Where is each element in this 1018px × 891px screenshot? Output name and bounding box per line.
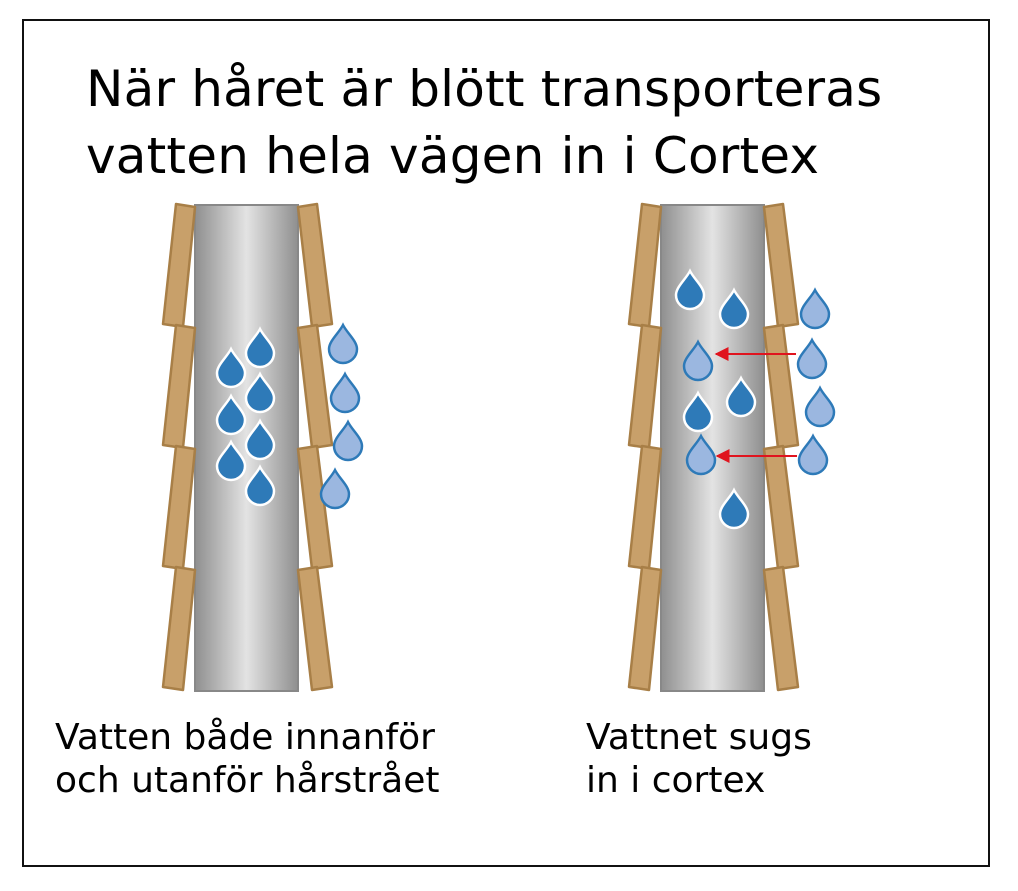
- caption-right: Vattnet sugs in i cortex: [586, 716, 812, 802]
- cuticle-scale: [161, 444, 197, 571]
- cuticle-scale: [296, 323, 334, 450]
- cuticle-scale: [296, 444, 334, 571]
- caption-left: Vatten både innanför och utanför hårstrå…: [55, 716, 440, 802]
- water-drop: [215, 439, 247, 482]
- water-drop: [718, 487, 750, 530]
- water-drop: [244, 371, 276, 414]
- water-drop: [674, 268, 706, 311]
- cuticle-scale: [161, 202, 197, 329]
- cuticle-scale: [161, 323, 197, 450]
- cuticle-scale: [627, 565, 663, 692]
- water-drop: [244, 326, 276, 369]
- water-drop: [319, 467, 351, 510]
- cuticle-scale: [161, 565, 197, 692]
- caption-right-line-1: Vattnet sugs: [586, 717, 812, 758]
- water-drop-absorbing: [685, 433, 717, 476]
- water-drop: [797, 433, 829, 476]
- water-drops-outside-left: [319, 322, 364, 510]
- water-drop: [215, 393, 247, 436]
- water-drop: [215, 346, 247, 389]
- cuticle-scale: [762, 323, 800, 450]
- diagram-frame: [22, 19, 990, 867]
- cuticle-scale: [296, 202, 334, 329]
- water-drops-outside-right: [682, 287, 836, 476]
- title-line-2: vatten hela vägen in i Cortex: [86, 127, 820, 185]
- water-drop: [725, 375, 757, 418]
- cuticle-scales-left: [161, 202, 334, 692]
- water-drop: [796, 337, 828, 380]
- caption-left-line-1: Vatten både innanför: [55, 717, 435, 758]
- water-drops-inside-right: [674, 268, 757, 530]
- water-drop: [332, 419, 364, 462]
- absorption-arrows: [714, 347, 797, 463]
- hair-strand-left: [161, 202, 364, 692]
- water-drop-absorbing: [682, 339, 714, 382]
- cuticle-scales-right: [627, 202, 800, 692]
- cuticle-scale: [762, 565, 800, 692]
- water-drops-inside-left: [215, 326, 276, 507]
- caption-left-line-2: och utanför hårstrået: [55, 760, 440, 802]
- water-drop: [682, 390, 714, 433]
- hair-strand-right: [627, 202, 836, 692]
- water-drop: [804, 385, 836, 428]
- water-drop: [244, 464, 276, 507]
- cuticle-scale: [296, 565, 334, 692]
- cuticle-scale: [627, 202, 663, 329]
- title-line-1: När håret är blött transporteras: [86, 60, 883, 118]
- caption-right-line-2: in i cortex: [586, 760, 766, 802]
- water-drop: [329, 371, 361, 414]
- cuticle-scale: [627, 444, 663, 571]
- water-drop: [244, 418, 276, 461]
- water-drop: [799, 287, 831, 330]
- cortex-right: [660, 204, 765, 692]
- cuticle-scale: [762, 202, 800, 329]
- cuticle-scale: [762, 444, 800, 571]
- water-drop: [327, 322, 359, 365]
- water-drop: [718, 287, 750, 330]
- cuticle-scale: [627, 323, 663, 450]
